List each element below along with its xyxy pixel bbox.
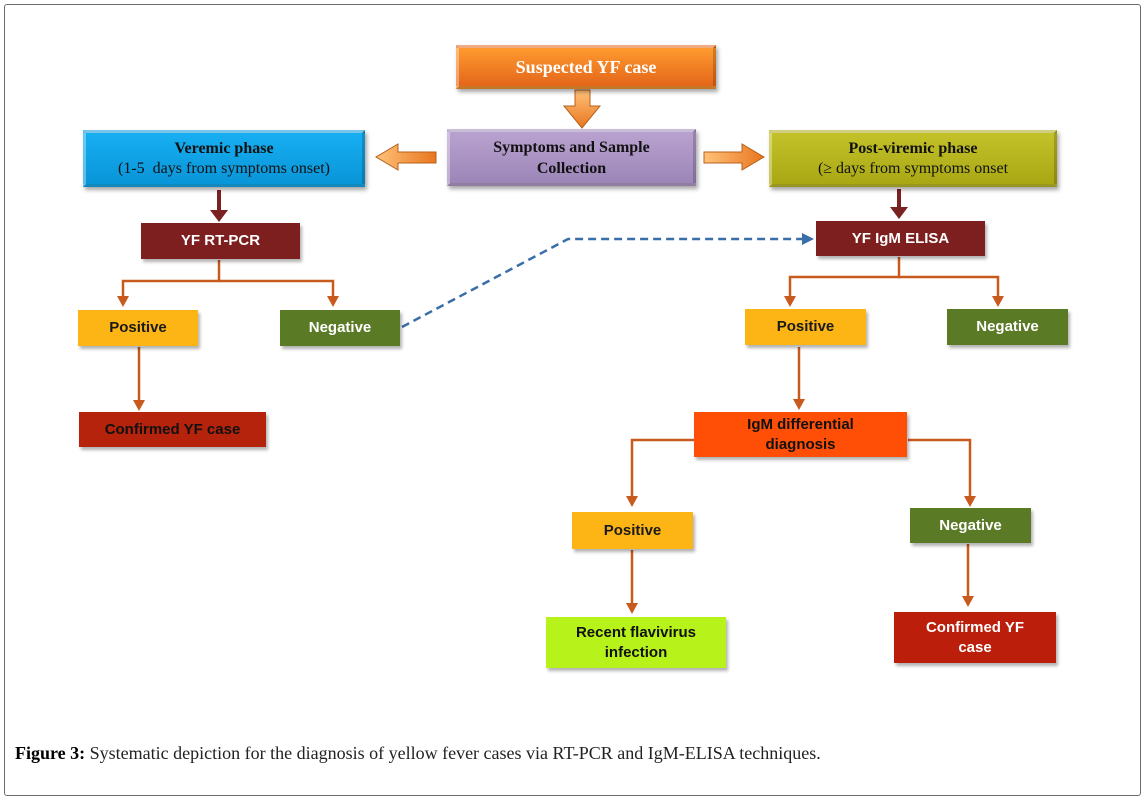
postviremic-phase-box: Post-viremic phase (≥ days from symptoms… [769,130,1057,187]
arrow-postviremic-to-elisa [890,189,908,219]
arrow-viremic-to-rtpcr [210,190,228,222]
elisa-positive-box: Positive [745,309,866,345]
elisa-box: YF IgM ELISA [816,221,985,256]
rtpcr-negative-box: Negative [280,310,400,346]
arrow-symptoms-to-postviremic [703,143,765,171]
figure-frame [4,4,1141,796]
differential-diagnosis-box: IgM differential diagnosis [694,412,907,457]
elisa-negative-box: Negative [947,309,1068,345]
differential-positive-box: Positive [572,512,693,549]
arrow-symptoms-to-viremic [375,143,437,171]
viremic-phase-subtitle: (1-5 days from symptoms onset) [118,159,330,177]
postviremic-phase-title: Post-viremic phase [848,139,978,157]
recent-flavivirus-box: Recent flavivirus infection [546,617,726,668]
figure-caption: Figure 3: Systematic depiction for the d… [15,743,821,764]
viremic-phase-box: Veremic phase (1-5 days from symptoms on… [83,130,365,187]
differential-branch-lines [630,438,972,608]
figure-caption-label: Figure 3: [15,743,86,763]
rtpcr-positive-box: Positive [78,310,198,346]
dashed-link-negative-to-elisa [401,233,814,329]
differential-branch-heads [626,496,976,614]
elisa-branch-heads [784,296,1004,410]
rtpcr-branch-lines [121,260,335,405]
viremic-phase-title: Veremic phase [174,139,274,157]
symptoms-sample-box: Symptoms and Sample Collection [447,129,696,186]
postviremic-phase-subtitle: (≥ days from symptoms onset [817,159,1009,177]
rtpcr-confirmed-box: Confirmed YF case [79,412,266,447]
rtpcr-box: YF RT-PCR [141,223,300,259]
differential-confirmed-box: Confirmed YF case [894,612,1056,663]
suspected-yf-case-box: Suspected YF case [456,45,716,89]
figure-caption-text: Systematic depiction for the diagnosis o… [85,743,821,763]
arrow-suspected-to-symptoms [562,89,602,129]
rtpcr-branch-heads [117,296,339,411]
differential-negative-box: Negative [910,508,1031,543]
elisa-branch-lines [788,257,1000,404]
